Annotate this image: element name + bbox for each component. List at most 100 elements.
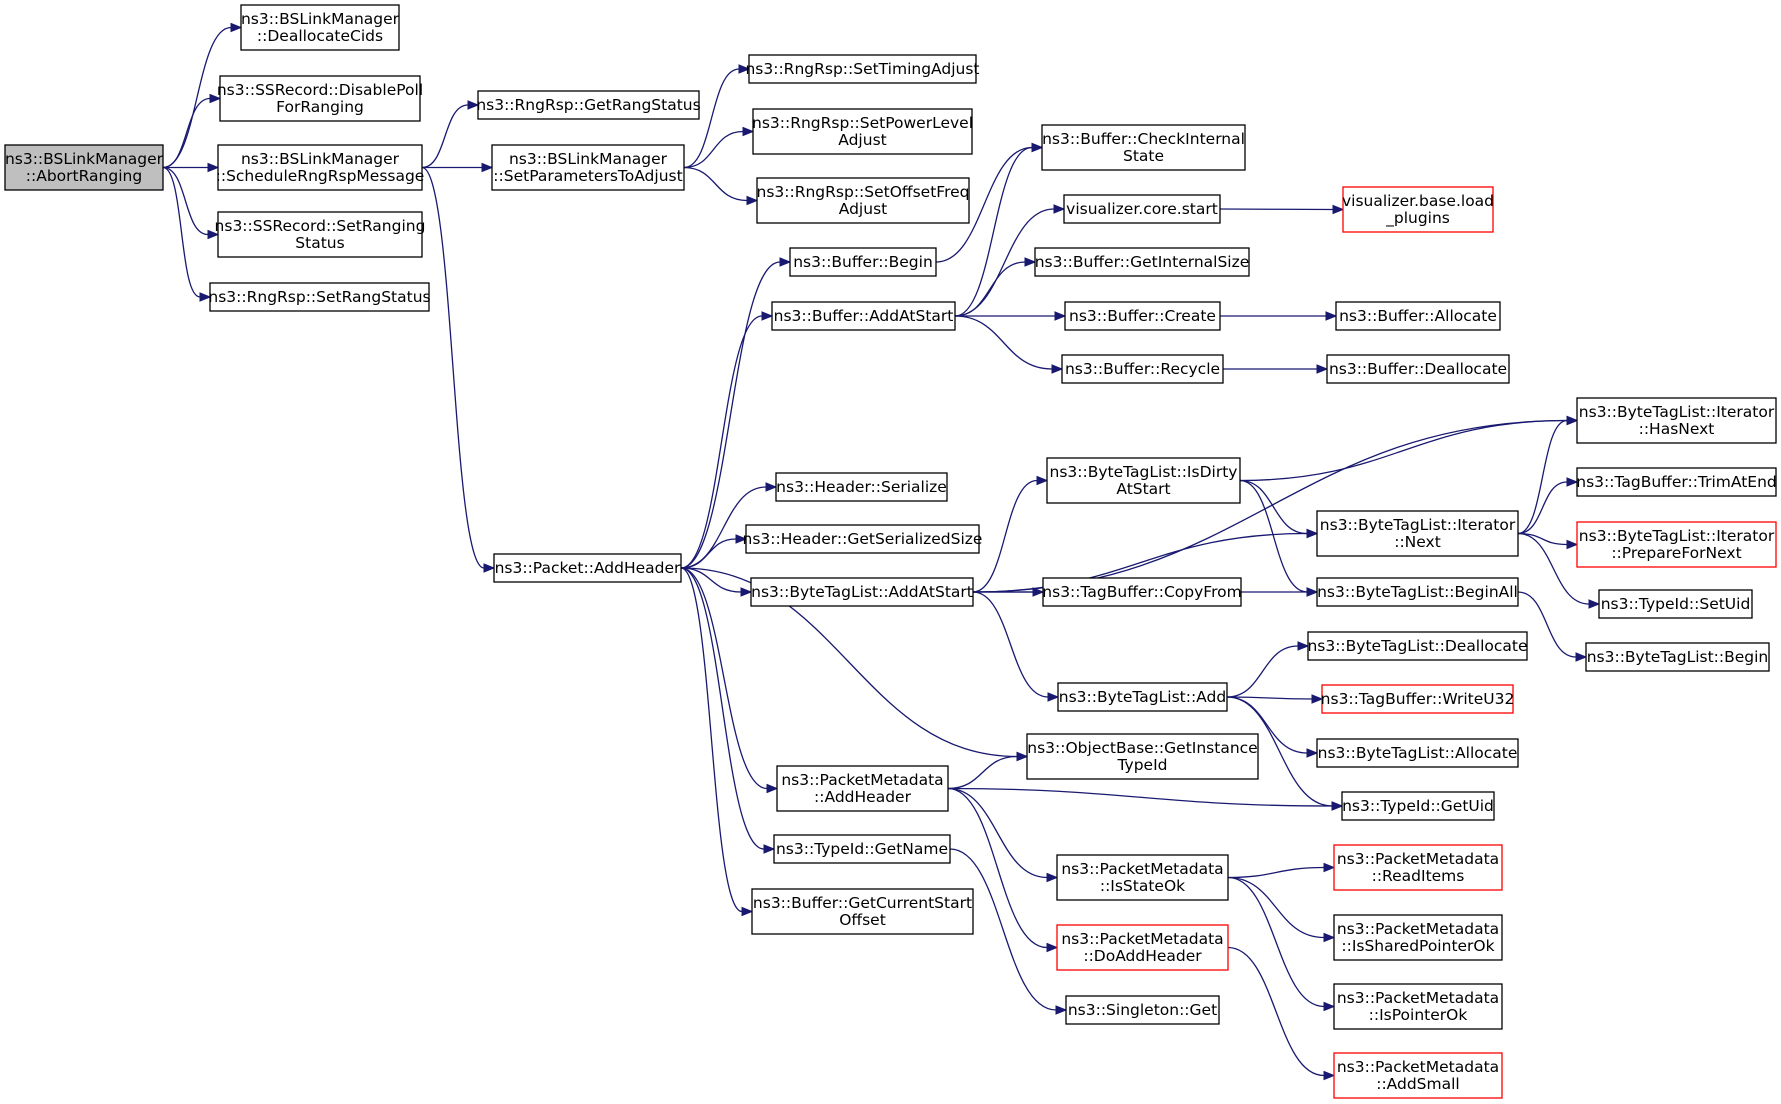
graph-node-pm-doaddheader[interactable]: ns3::PacketMetadata::DoAddHeader <box>1056 924 1229 971</box>
graph-node-buf-recycle[interactable]: ns3::Buffer::Recycle <box>1061 354 1224 384</box>
graph-node-buf-allocate[interactable]: ns3::Buffer::Allocate <box>1335 301 1501 331</box>
graph-node-typeid-getuid[interactable]: ns3::TypeId::GetUid <box>1341 791 1495 821</box>
node-label-line: ns3::BSLinkManager <box>241 10 400 28</box>
graph-node-it-prepare[interactable]: ns3::ByteTagList::Iterator::PrepareForNe… <box>1576 521 1777 568</box>
graph-node-pm-readitems[interactable]: ns3::PacketMetadata::ReadItems <box>1333 844 1503 891</box>
call-edge-line <box>421 104 469 169</box>
node-box <box>1061 354 1224 384</box>
call-edge-buf_recycle-to-buf_deallocate <box>1223 364 1329 374</box>
graph-node-typeid-setuid[interactable]: ns3::TypeId::SetUid <box>1598 589 1753 619</box>
node-label-line: ns3::RngRsp::SetOffsetFreq <box>757 183 970 201</box>
node-label-line: ns3::Buffer::Begin <box>793 253 933 271</box>
call-edge-line <box>954 146 1033 317</box>
call-edge-btl_isdirty-to-btl_beginall <box>1239 479 1319 597</box>
graph-node-buf-create[interactable]: ns3::Buffer::Create <box>1064 301 1221 331</box>
call-edge-sched_rsp-to-set_params <box>422 162 494 173</box>
graph-node-btl-begin[interactable]: ns3::ByteTagList::Begin <box>1585 642 1770 672</box>
graph-node-pkt-addheader[interactable]: ns3::Packet::AddHeader <box>493 553 682 583</box>
graph-node-timing-adj[interactable]: ns3::RngRsp::SetTimingAdjust <box>745 54 980 84</box>
graph-node-btl-allocate[interactable]: ns3::ByteTagList::Allocate <box>1316 738 1519 768</box>
graph-node-btl-beginall[interactable]: ns3::ByteTagList::BeginAll <box>1316 577 1519 607</box>
call-edge-line <box>947 755 1018 790</box>
arrowhead-icon <box>1566 477 1579 487</box>
graph-node-tb-writeu32[interactable]: ns3::TagBuffer::WriteU32 <box>1321 684 1515 714</box>
graph-node-dealloc-cids[interactable]: ns3::BSLinkManager::DeallocateCids <box>240 4 400 51</box>
node-label-line: ns3::SSRecord::DisablePoll <box>217 81 423 99</box>
graph-node-pm-issharedptr[interactable]: ns3::PacketMetadata::IsSharedPointerOk <box>1333 914 1503 961</box>
graph-node-viz-load[interactable]: visualizer.base.load_plugins <box>1342 186 1494 233</box>
call-edge-line <box>947 787 1048 879</box>
node-box <box>209 282 430 312</box>
call-edge-pm_isstateok-to-pm_ispointerok <box>1227 876 1336 1012</box>
call-edge-abort-to-set_rang_status <box>162 166 212 302</box>
node-label-line: visualizer.core.start <box>1066 200 1218 218</box>
node-box <box>1316 738 1519 768</box>
graph-node-abort[interactable]: ns3::BSLinkManager::AbortRanging <box>4 144 164 191</box>
arrowhead-icon <box>742 126 755 137</box>
graph-node-buf-deallocate[interactable]: ns3::Buffer::Deallocate <box>1326 354 1510 384</box>
graph-node-pm-isstateok[interactable]: ns3::PacketMetadata::IsStateOk <box>1056 854 1229 901</box>
graph-node-buf-begin[interactable]: ns3::Buffer::Begin <box>789 247 937 277</box>
call-edge-typeid_getname-to-singleton_get <box>949 848 1068 1015</box>
graph-node-set-rang-status[interactable]: ns3::RngRsp::SetRangStatus <box>208 282 431 312</box>
node-label-line: ::DeallocateCids <box>257 27 383 45</box>
graph-node-pm-addheader[interactable]: ns3::PacketMetadata::AddHeader <box>776 765 949 812</box>
node-box <box>1333 983 1503 1030</box>
graph-node-pm-addsmall[interactable]: ns3::PacketMetadata::AddSmall <box>1333 1052 1503 1099</box>
call-edge-line <box>1219 208 1334 211</box>
graph-node-set-params[interactable]: ns3::BSLinkManager::SetParametersToAdjus… <box>491 144 685 191</box>
graph-node-get-rang-status[interactable]: ns3::RngRsp::GetRangStatus <box>476 90 701 120</box>
arrowhead-icon <box>1325 311 1338 321</box>
graph-node-get-internal-size[interactable]: ns3::Buffer::GetInternalSize <box>1034 247 1250 277</box>
graph-node-typeid-getname[interactable]: ns3::TypeId::GetName <box>773 834 951 864</box>
graph-node-viz-start[interactable]: visualizer.core.start <box>1063 194 1221 224</box>
node-label-line: ns3::RngRsp::SetTimingAdjust <box>745 60 979 78</box>
call-edge-line <box>1239 479 1308 535</box>
graph-node-btl-addatstart[interactable]: ns3::ByteTagList::AddAtStart <box>750 577 974 607</box>
node-label-line: ns3::Buffer::Allocate <box>1339 307 1497 325</box>
node-label-line: Adjust <box>838 131 886 149</box>
node-label-line: ns3::BSLinkManager <box>241 150 400 168</box>
node-box <box>1576 397 1777 444</box>
node-box <box>1576 521 1777 568</box>
node-label-line: State <box>1123 147 1164 165</box>
arrowhead-icon <box>740 587 753 597</box>
node-label-line: ns3::ByteTagList::Add <box>1059 688 1226 706</box>
arrowhead-icon <box>1046 872 1059 883</box>
graph-node-it-hasnext[interactable]: ns3::ByteTagList::Iterator::HasNext <box>1576 397 1777 444</box>
graph-node-hdr-getsize[interactable]: ns3::Header::GetSerializedSize <box>743 524 983 554</box>
arrowhead-icon <box>1331 801 1344 811</box>
graph-node-sched-rsp[interactable]: ns3::BSLinkManager::ScheduleRngRspMessag… <box>216 144 425 191</box>
call-edge-it_next-to-it_hasnext <box>1517 415 1579 535</box>
node-box <box>748 54 977 84</box>
graph-node-pm-ispointerok[interactable]: ns3::PacketMetadata::IsPointerOk <box>1333 983 1503 1030</box>
graph-node-tb-copyfrom[interactable]: ns3::TagBuffer::CopyFrom <box>1042 577 1242 607</box>
node-box <box>493 553 682 583</box>
node-label-line: ns3::Packet::AddHeader <box>495 559 681 577</box>
graph-node-hdr-serialize[interactable]: ns3::Header::Serialize <box>775 472 948 502</box>
graph-node-buf-addatstart[interactable]: ns3::Buffer::AddAtStart <box>771 301 956 331</box>
call-edge-abort-to-disable_poll <box>162 93 222 169</box>
arrowhead-icon <box>483 563 496 573</box>
node-label-line: ns3::ByteTagList::Iterator <box>1320 516 1516 534</box>
graph-node-it-next[interactable]: ns3::ByteTagList::Iterator::Next <box>1316 510 1519 557</box>
graph-node-btl-deallocate[interactable]: ns3::ByteTagList::Deallocate <box>1307 631 1528 661</box>
graph-node-tb-trimatend[interactable]: ns3::TagBuffer::TrimAtEnd <box>1576 467 1777 497</box>
graph-node-singleton-get[interactable]: ns3::Singleton::Get <box>1065 995 1220 1025</box>
node-label-line: ns3::Header::GetSerializedSize <box>743 530 983 548</box>
node-label-line: ns3::ByteTagList::Iterator <box>1579 403 1775 421</box>
call-edge-btl_beginall-to-btl_begin <box>1517 591 1588 662</box>
call-edge-line <box>162 97 211 169</box>
arrowhead-icon <box>1332 204 1345 215</box>
graph-node-btl-add[interactable]: ns3::ByteTagList::Add <box>1057 682 1228 712</box>
call-edge-buf_create-to-buf_allocate <box>1219 311 1338 321</box>
node-box <box>1598 589 1753 619</box>
